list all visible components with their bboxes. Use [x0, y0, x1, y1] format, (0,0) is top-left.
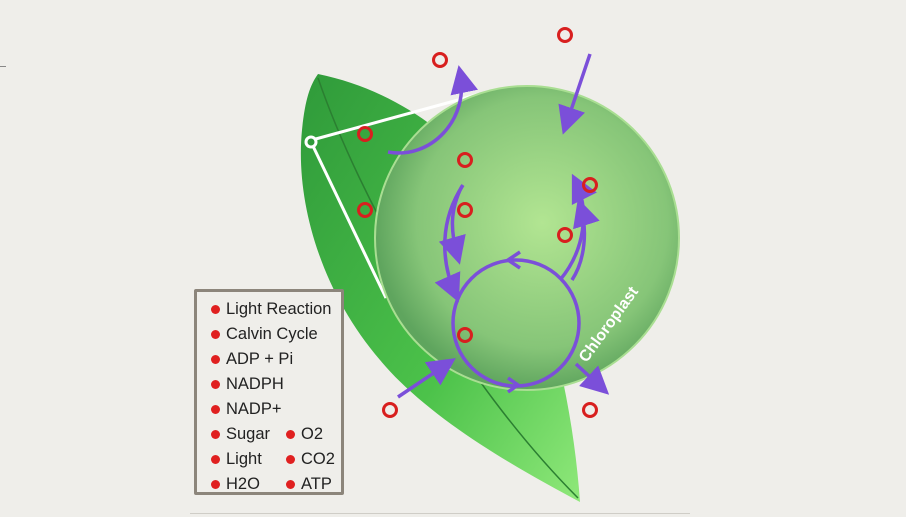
divider: [190, 513, 690, 514]
label-text: NADPH: [226, 375, 284, 393]
draggable-label[interactable]: O2: [286, 425, 323, 444]
dot-icon: [211, 305, 220, 314]
dot-icon: [286, 480, 295, 489]
drop-target[interactable]: [357, 126, 373, 142]
draggable-label[interactable]: Light: [211, 450, 262, 469]
label-text: Light: [226, 450, 262, 468]
dot-icon: [286, 455, 295, 464]
drop-target[interactable]: [457, 152, 473, 168]
drop-target[interactable]: [582, 177, 598, 193]
dot-icon: [211, 355, 220, 364]
drop-target[interactable]: [432, 52, 448, 68]
dot-icon: [211, 430, 220, 439]
draggable-label[interactable]: ADP + Pi: [211, 350, 293, 369]
dot-icon: [211, 330, 220, 339]
label-text: H2O: [226, 475, 260, 493]
drop-target[interactable]: [557, 227, 573, 243]
drop-target[interactable]: [357, 202, 373, 218]
drop-target[interactable]: [557, 27, 573, 43]
label-text: CO2: [301, 450, 335, 468]
label-text: ATP: [301, 475, 332, 493]
drop-target[interactable]: [382, 402, 398, 418]
draggable-label[interactable]: ATP: [286, 475, 332, 494]
label-text: Light Reaction: [226, 300, 332, 318]
drop-target[interactable]: [457, 327, 473, 343]
edge-mark: [0, 66, 6, 67]
drop-target[interactable]: [582, 402, 598, 418]
label-text: ADP + Pi: [226, 350, 294, 368]
chloroplast: [374, 85, 680, 391]
draggable-label[interactable]: Sugar: [211, 425, 270, 444]
dot-icon: [286, 430, 295, 439]
label-text: O2: [301, 425, 324, 443]
draggable-label[interactable]: NADPH: [211, 375, 284, 394]
label-text: NADP+: [226, 400, 282, 418]
draggable-label[interactable]: Light Reaction: [211, 300, 332, 319]
drop-target[interactable]: [457, 202, 473, 218]
dot-icon: [211, 380, 220, 389]
label-text: Sugar: [226, 425, 271, 443]
draggable-label[interactable]: H2O: [211, 475, 260, 494]
white-pointer-lines: [304, 92, 481, 299]
draggable-label[interactable]: NADP+: [211, 400, 281, 419]
draggable-label[interactable]: CO2: [286, 450, 335, 469]
label-bank: Light Reaction Calvin Cycle ADP + Pi NAD…: [194, 289, 344, 495]
draggable-label[interactable]: Calvin Cycle: [211, 325, 318, 344]
label-text: Calvin Cycle: [226, 325, 318, 343]
dot-icon: [211, 455, 220, 464]
process-arrows: [387, 53, 610, 399]
dot-icon: [211, 480, 220, 489]
dot-icon: [211, 405, 220, 414]
